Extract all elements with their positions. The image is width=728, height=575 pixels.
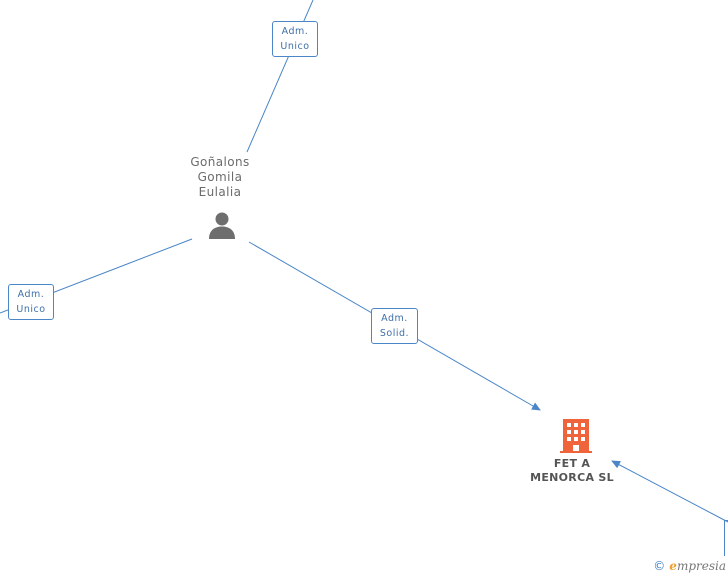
person-name-line: Eulalia: [198, 185, 242, 199]
edge-label-line: Solid.: [379, 328, 410, 339]
company-name[interactable]: FET A MENORCA SL: [522, 457, 622, 485]
edge-label-line: Unico: [280, 41, 310, 52]
edge-label-line: Unico: [16, 304, 46, 315]
company-name-line: MENORCA SL: [530, 471, 614, 484]
person-name-line: Gomila: [197, 170, 243, 184]
edge-label-adm-solid[interactable]: Adm. Solid.: [371, 308, 418, 344]
edge-label-line: Adm.: [17, 289, 45, 300]
edge-label-adm-unico-top[interactable]: Adm. Unico: [272, 21, 318, 57]
edge-label-line: Adm.: [281, 26, 309, 37]
person-name[interactable]: Goñalons Gomila Eulalia: [180, 155, 260, 200]
brand-rest: mpresia: [676, 559, 726, 573]
brand-initial: e: [669, 559, 677, 573]
person-name-line: Goñalons: [190, 155, 250, 169]
edge-bottomright-to-company: [611, 460, 728, 523]
edge-label-line: Adm.: [381, 313, 408, 324]
company-name-line: FET A: [553, 457, 591, 470]
building-icon[interactable]: [560, 419, 592, 453]
person-icon[interactable]: [207, 210, 237, 240]
empresia-watermark: ©empresia: [653, 559, 726, 573]
edge-label-adm-unico-left[interactable]: Adm. Unico: [8, 284, 54, 320]
offscreen-node-stub: [724, 520, 728, 556]
copyright-symbol: ©: [653, 559, 666, 573]
